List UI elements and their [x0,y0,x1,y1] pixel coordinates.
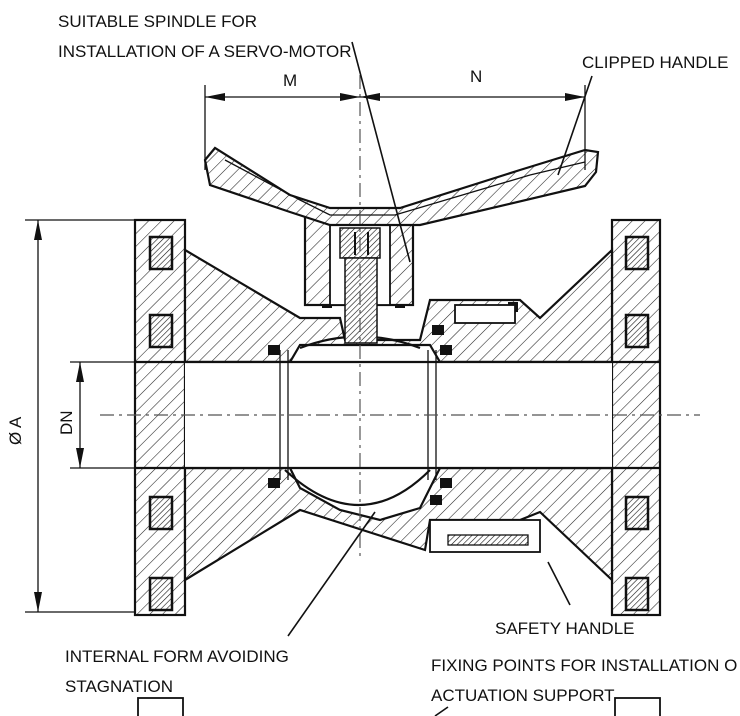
left-flange [133,218,187,617]
flange-bolt [148,235,174,271]
dimension-n-label: N [470,67,482,86]
label-spindle-line1: SUITABLE SPINDLE FOR [58,12,257,31]
dimension-m-label: M [283,71,297,90]
clipped-handle [203,146,600,227]
dimension-diameter-a: Ø A [6,219,135,613]
flange-bolt [148,313,174,349]
dimension-diameter-a-label: Ø A [6,416,25,445]
flange-bolt [624,495,650,531]
dimension-dn-label: DN [57,410,76,435]
clipped-handle-leader [557,75,593,176]
label-clipped-handle: CLIPPED HANDLE [582,53,728,72]
flange-bolt [624,235,650,271]
dimension-dn: DN [57,361,135,469]
dimension-m-n: M N [204,67,586,170]
safety-handle-assembly [429,304,541,553]
flange-bolt [624,313,650,349]
fixing-foot-right [614,697,661,716]
flange-bolt [148,576,174,612]
fixing-foot-left [137,697,184,716]
label-spindle-line2: INSTALLATION OF A SERVO-MOTOR [58,42,351,61]
label-internal-form-line1: INTERNAL FORM AVOIDING [65,647,289,666]
right-flange [610,218,662,617]
flange-bolt [624,576,650,612]
spindle-leader [351,41,411,263]
label-fixing-points-line1: FIXING POINTS FOR INSTALLATION O [431,656,737,675]
internal-form-leader [287,511,376,637]
label-safety-handle: SAFETY HANDLE [495,619,635,638]
fixing-points-leader [434,706,449,716]
flange-bolt [148,495,174,531]
label-internal-form-line2: STAGNATION [65,677,173,696]
safety-handle-leader [547,561,571,606]
label-fixing-points-line2: ACTUATION SUPPORT [431,686,615,705]
